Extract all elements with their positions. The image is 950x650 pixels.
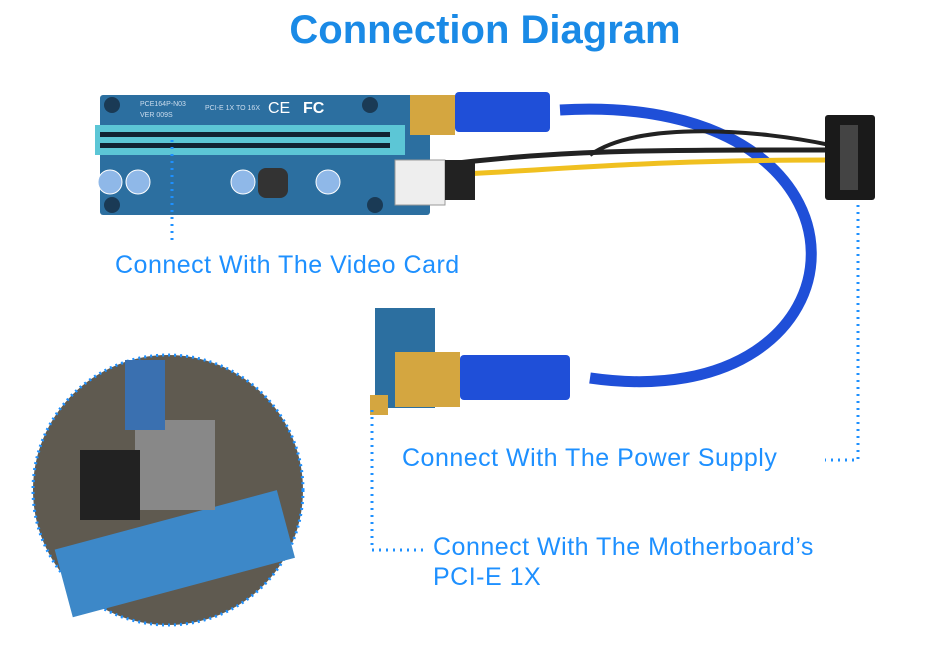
page-title: Connection Diagram (289, 8, 681, 52)
usb-plug-bottom (460, 355, 570, 400)
mounting-holes (104, 97, 383, 213)
usb-port-board (410, 95, 455, 135)
usb-cable (559, 103, 817, 388)
label-video-card: Connect With The Video Card (115, 251, 460, 279)
fc-mark: FC (303, 100, 325, 117)
board-version: VER 009S (140, 112, 173, 119)
capacitors (97, 169, 341, 195)
board-model: PCE164P-N03 (140, 101, 186, 108)
pcie-16x-slot (95, 125, 405, 155)
label-power-supply: Connect With The Power Supply (402, 444, 778, 472)
label-motherboard-slot: PCI-E 1X (433, 563, 542, 591)
usb-plug-top (455, 92, 550, 132)
board-pcie-text: PCI-E 1X TO 16X (205, 105, 260, 112)
molex-connector (394, 159, 446, 206)
usb-port-adapter (395, 352, 460, 407)
label-motherboard: Connect With The Motherboard’s (433, 533, 814, 561)
power-wires (439, 157, 831, 178)
inductor (258, 168, 288, 198)
power-wire-black (588, 129, 831, 157)
power-wire-black (439, 147, 831, 168)
ce-mark: CE (268, 100, 290, 117)
leader-lines (170, 140, 860, 552)
